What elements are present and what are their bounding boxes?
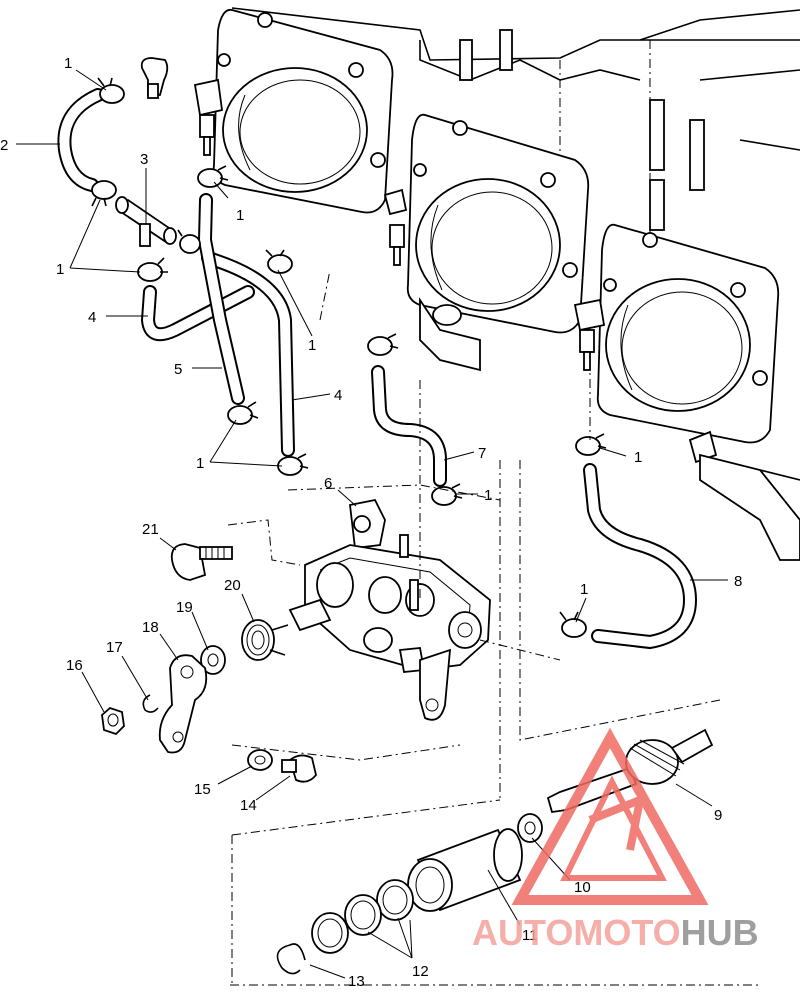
- clamp-l: [559, 611, 587, 638]
- callout-1: 1: [56, 261, 64, 278]
- callout-3: 3: [140, 151, 148, 168]
- callout-7: 7: [478, 445, 486, 462]
- clip-17: [142, 694, 159, 713]
- callout-8: 8: [734, 573, 742, 590]
- callout-14: 14: [240, 797, 257, 814]
- leader-lines: [16, 69, 728, 979]
- clamp-d: [137, 257, 168, 282]
- callout-15: 15: [194, 781, 211, 798]
- oil-pump: [288, 498, 491, 721]
- clamp-k: [575, 433, 607, 456]
- washer-19: [200, 645, 226, 675]
- callout-10: 10: [574, 879, 591, 896]
- callout-16: 16: [66, 657, 83, 674]
- clamp-c: [197, 165, 229, 188]
- callout-1: 1: [484, 487, 492, 504]
- callout-6: 6: [324, 475, 332, 492]
- tee-fitting: [115, 196, 177, 247]
- washer-15: [247, 749, 273, 771]
- callout-4: 4: [334, 387, 342, 404]
- callout-1: 1: [64, 55, 72, 72]
- callout-19: 19: [176, 599, 193, 616]
- o-rings-12: [311, 879, 414, 954]
- nut-16: [101, 706, 125, 736]
- clamp-e: [177, 229, 201, 254]
- circlip-13: [276, 943, 306, 975]
- clamp-f: [265, 249, 293, 274]
- callout-labels: 1 2 3 1 1 4 1 5 4 1 7 1 6 1 21 8 20 19 1…: [0, 55, 742, 990]
- dashed-guides: [227, 269, 760, 986]
- watermark-logo: AUTOMOTOHUB: [472, 727, 759, 953]
- clamp-h: [227, 401, 259, 425]
- watermark-text: AUTOMOTOHUB: [472, 912, 759, 953]
- callout-11: 11: [522, 927, 538, 944]
- hoses: [57, 88, 698, 650]
- callout-18: 18: [142, 619, 159, 636]
- hose-clamps: [91, 77, 607, 638]
- elbow-fitting: [140, 57, 169, 99]
- callout-1: 1: [308, 337, 316, 354]
- screw-14: [281, 754, 317, 783]
- callout-1: 1: [236, 207, 244, 224]
- clamp-g: [367, 333, 399, 356]
- callout-17: 17: [106, 639, 123, 656]
- engine-block: [231, 7, 800, 741]
- callout-4: 4: [88, 309, 96, 326]
- sleeve-11: [407, 828, 523, 912]
- spring-20: [241, 619, 289, 661]
- clamp-j: [431, 483, 463, 506]
- cylinder-1: [193, 8, 394, 214]
- cylinder-2: [383, 113, 590, 372]
- callout-1: 1: [580, 581, 588, 598]
- clamp-i: [277, 453, 309, 476]
- lever-18: [158, 654, 208, 754]
- callout-12: 12: [412, 963, 429, 980]
- clamp-a: [97, 77, 125, 104]
- callout-13: 13: [348, 973, 365, 990]
- callout-9: 9: [714, 807, 722, 824]
- callout-21: 21: [142, 521, 159, 538]
- callout-5: 5: [174, 361, 182, 378]
- clamp-b: [91, 180, 117, 207]
- callout-1: 1: [196, 455, 204, 472]
- bolt-21: [170, 543, 233, 581]
- cylinder-3: [573, 223, 800, 561]
- callout-20: 20: [224, 577, 241, 594]
- washer-10: [517, 813, 543, 843]
- callout-2: 2: [0, 137, 8, 154]
- callout-1: 1: [634, 449, 642, 466]
